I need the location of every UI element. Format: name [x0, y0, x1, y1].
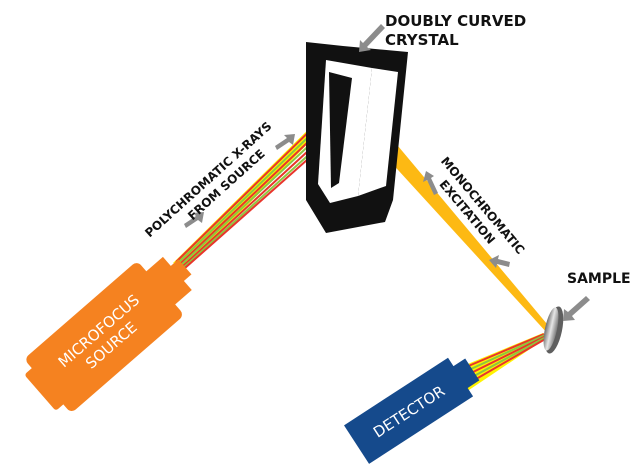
polychromatic-arrow-right-icon — [275, 134, 295, 150]
doubly-curved-crystal — [306, 42, 408, 233]
arrow-icons — [184, 24, 590, 321]
crystal-label-line2: CRYSTAL — [385, 31, 459, 49]
polychromatic-label-line1: POLYCHROMATIC X-RAYS — [142, 119, 274, 240]
monochromatic-arrow-top-icon — [423, 171, 438, 195]
fluorescence-rays — [458, 333, 548, 392]
monochromatic-label-line1: MONOCHROMATIC — [438, 154, 528, 257]
monochromatic-arrow-bottom-icon — [489, 255, 510, 268]
microfocus-source: MICROFOCUS SOURCE — [25, 256, 192, 411]
crystal-label-line1: DOUBLY CURVED — [385, 12, 526, 30]
detector: DETECTOR — [344, 357, 480, 464]
polychromatic-rays — [173, 110, 335, 269]
crystal-arrow-icon — [359, 24, 385, 52]
polychromatic-arrow-left-icon — [184, 212, 204, 228]
sample-arrow-icon — [563, 296, 590, 321]
sample-label: SAMPLE — [567, 271, 631, 287]
sample-disc — [543, 306, 564, 354]
